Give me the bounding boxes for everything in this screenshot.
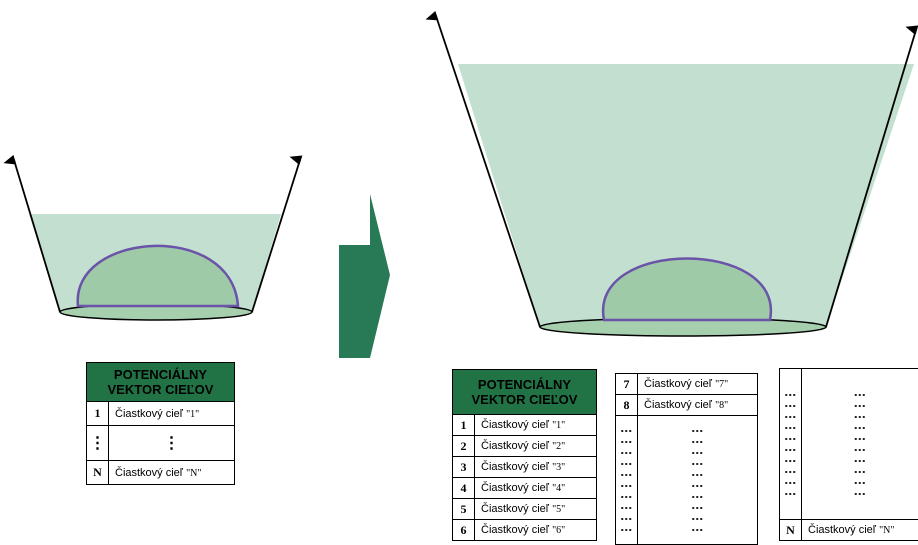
row-label: Čiastkový cieľ "2" [475,436,597,457]
small-vector-table: POTENCIÁLNY VEKTOR CIEĽOV 1 Čiastkový ci… [86,362,235,485]
large-container [436,16,916,336]
small-container [14,160,300,320]
row-number: 6 [453,520,475,541]
row-number: N [780,520,802,541]
row-label: Čiastkový cieľ "7" [638,374,758,395]
table-row: ⋮⋮⋮⋮⋮⋮⋮⋮⋮⋮ ⋮⋮⋮⋮⋮⋮⋮⋮⋮⋮ [616,416,758,545]
row-label: Čiastkový cieľ "3" [475,457,597,478]
table-row: N Čiastkový cieľ "N" [87,461,235,485]
row-label: Čiastkový cieľ "5" [475,499,597,520]
row-ellipsis: ⋮⋮⋮⋮⋮⋮⋮⋮⋮⋮ [616,416,638,545]
table-row: 1 Čiastkový cieľ "1" [87,402,235,426]
row-number: 1 [453,415,475,436]
table-row: ⋮⋮⋮⋮⋮⋮⋮⋮⋮⋮ ⋮⋮⋮⋮⋮⋮⋮⋮⋮⋮ [780,369,918,520]
row-label: Čiastkový cieľ "N" [109,461,235,485]
row-number: 8 [616,395,638,416]
label-ellipsis: ⋮⋮⋮⋮⋮⋮⋮⋮⋮⋮ [638,416,758,545]
row-number: 5 [453,499,475,520]
row-label: Čiastkový cieľ "6" [475,520,597,541]
row-label: Čiastkový cieľ "1" [109,402,235,426]
row-ellipsis: ⋮ [87,426,109,461]
row-number: N [87,461,109,485]
row-label: Čiastkový cieľ "1" [475,415,597,436]
small-vector-header: POTENCIÁLNY VEKTOR CIEĽOV [87,363,235,402]
row-number: 3 [453,457,475,478]
table-row: ⋮ ⋮ [87,426,235,461]
row-label: Čiastkový cieľ "8" [638,395,758,416]
label-ellipsis: ⋮⋮⋮⋮⋮⋮⋮⋮⋮⋮ [802,369,918,520]
row-label: Čiastkový cieľ "4" [475,478,597,499]
row-number: 1 [87,402,109,426]
row-number: 4 [453,478,475,499]
transition-arrow [339,194,390,358]
large-vector-header: POTENCIÁLNY VEKTOR CIEĽOV [453,370,597,415]
row-number: 2 [453,436,475,457]
row-label: Čiastkový cieľ "N" [802,520,918,541]
row-number: 7 [616,374,638,395]
row-ellipsis: ⋮⋮⋮⋮⋮⋮⋮⋮⋮⋮ [780,369,802,520]
label-ellipsis: ⋮ [109,426,235,461]
